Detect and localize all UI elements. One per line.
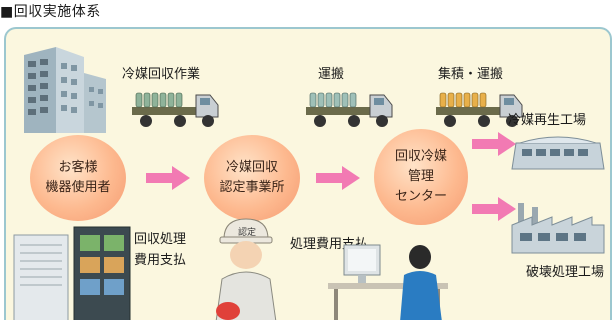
regeneration-factory-icon bbox=[511, 136, 605, 170]
truck-icon bbox=[132, 92, 219, 127]
office-building-icon bbox=[24, 47, 106, 133]
node-management-center-line1: 回収冷媒 bbox=[394, 149, 447, 164]
office-worker-icon bbox=[328, 244, 448, 320]
node-management-center-line3: センター bbox=[394, 189, 447, 204]
label-recovery-work: 冷媒回収作業 bbox=[122, 67, 201, 82]
node-customer-line1: お客様 bbox=[58, 160, 98, 175]
node-management-center: 回収冷媒 管理 センター bbox=[374, 129, 468, 225]
truck-icon bbox=[436, 92, 523, 127]
flow-arrow-icon bbox=[146, 166, 190, 190]
label-regeneration-plant: 冷媒再生工場 bbox=[508, 113, 587, 128]
worker-cap-text: 認定 bbox=[238, 226, 256, 238]
label-transport: 運搬 bbox=[318, 67, 345, 82]
flow-arrow-icon bbox=[472, 132, 516, 156]
label-recovery-fee-payment: 回収処理 費用支払 bbox=[134, 229, 186, 271]
node-customer: お客様 機器使用者 bbox=[30, 135, 126, 221]
node-recovery-operator-line1: 冷媒回収 bbox=[225, 160, 278, 175]
recovery-fee-line2: 費用支払 bbox=[134, 253, 187, 268]
truck-icon bbox=[306, 92, 393, 127]
label-destruction-plant: 破壊処理工場 bbox=[526, 265, 605, 280]
node-management-center-line2: 管理 bbox=[407, 169, 434, 184]
destruction-factory-icon bbox=[511, 203, 605, 254]
worker-icon: 認定 bbox=[215, 218, 277, 320]
recovery-system-diagram: 冷媒回収作業 運搬 集積・運搬 冷媒再生工場 破壊処理工場 お客様 機器使用者 … bbox=[4, 27, 612, 320]
section-heading: ■回収実施体系 bbox=[0, 4, 101, 20]
refrigeration-equipment-icon bbox=[13, 226, 131, 320]
node-recovery-operator-line2: 認定事業所 bbox=[219, 180, 285, 195]
node-recovery-operator: 冷媒回収 認定事業所 bbox=[204, 135, 300, 221]
recovery-fee-line1: 回収処理 bbox=[134, 232, 187, 247]
flow-arrow-icon bbox=[472, 197, 516, 221]
label-collect-transport: 集積・運搬 bbox=[438, 67, 504, 82]
flow-arrow-icon bbox=[316, 166, 360, 190]
node-customer-line2: 機器使用者 bbox=[45, 180, 111, 195]
